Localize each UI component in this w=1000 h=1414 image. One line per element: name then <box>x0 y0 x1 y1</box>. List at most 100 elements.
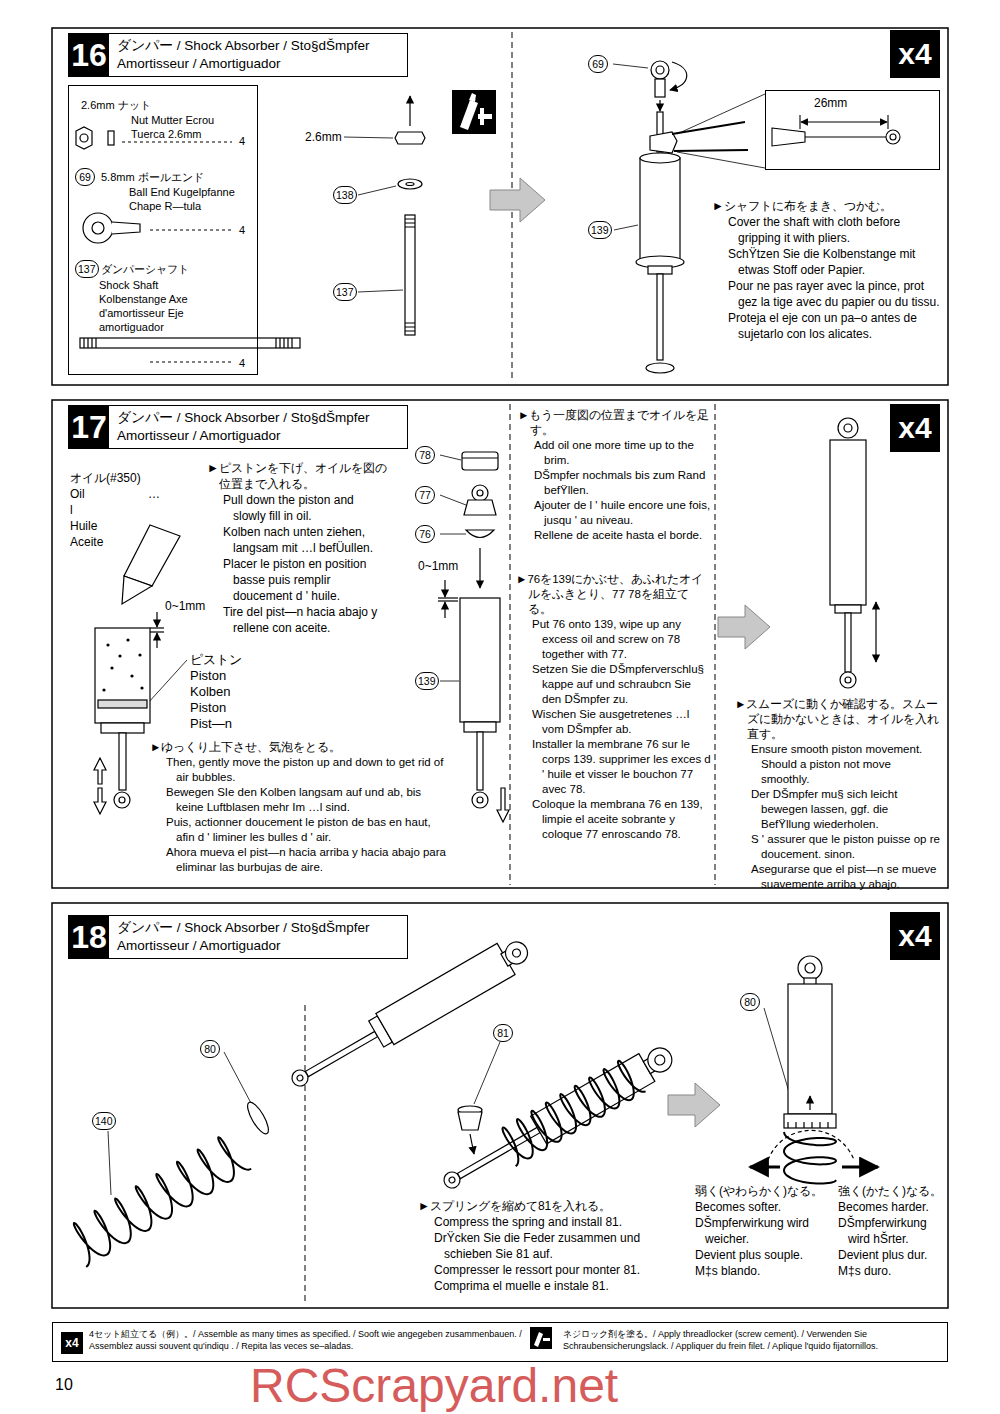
shock-body-16 <box>651 61 669 79</box>
repeat-count: x4 <box>65 1336 78 1350</box>
part-drawing <box>80 134 88 142</box>
instruction-note: Comprima el muelle e instale 81. <box>434 1278 658 1294</box>
threadlocker-icon <box>543 1338 550 1341</box>
shock-body-17 <box>138 653 141 656</box>
instruction-note: Devient plus souple. <box>695 1247 830 1263</box>
threadlocker-icon <box>452 90 496 134</box>
shock-spring-18 <box>284 932 535 1098</box>
callout-number: 138 <box>333 186 357 204</box>
part-name: Shock Shaft Kolbenstange Axe d'amortisse… <box>99 278 205 334</box>
label-group: 10 <box>55 1376 73 1394</box>
instruction-note: Der DŠmpfer mu§ sich leicht bewegen lass… <box>751 787 940 832</box>
quantity-line <box>122 142 232 362</box>
shock-body-16 <box>656 66 664 74</box>
shock-body-17 <box>130 674 133 677</box>
shock-spring-18 <box>501 938 531 968</box>
instruction-note: ►76を139にかぶせ、あふれたオイルをふきとり、77 78を組立てる。 <box>516 572 712 617</box>
shock-spring-18 <box>842 1166 878 1169</box>
instruction-note: Cover the shaft with cloth before grippi… <box>728 214 940 246</box>
label-group: ピストン Piston Kolben Piston Pist—n <box>190 652 270 732</box>
detail-drawing <box>886 130 900 144</box>
instruction-note: Compresser le ressort pour monter 81. <box>434 1262 658 1278</box>
divider-line <box>305 32 715 1304</box>
shock-body-17 <box>844 424 852 432</box>
label-group: 弱く(やわらかく)なる。Becomes softer.DŠmpferwirkun… <box>695 1183 830 1279</box>
leader-line <box>108 64 795 1195</box>
repeat-badge: x4 <box>890 912 940 960</box>
part-drawing <box>80 338 300 348</box>
step-number: 18 <box>69 916 109 958</box>
instruction-note: Wischen Sie ausgetretenes …l vom DŠmpfer… <box>532 707 712 737</box>
shock-body-17 <box>98 700 147 708</box>
part-drawing <box>76 127 300 348</box>
callout-number: 69 <box>75 168 95 186</box>
instruction-note: ►ゆっくり上下させ、気泡をとる。 <box>150 740 450 755</box>
shock-shaft-assembly <box>405 215 415 335</box>
label-group: 140 <box>92 1112 116 1130</box>
instruction-note: 強く(かたく)なる。 <box>838 1183 944 1199</box>
instruction-note: Compress the spring and install 81. <box>434 1214 658 1230</box>
threadlocker-icon <box>530 1327 552 1349</box>
shock-body-17 <box>119 733 126 790</box>
part-drawing <box>108 131 114 145</box>
step-panel <box>52 28 948 1308</box>
shock-body-16 <box>655 79 665 97</box>
leader-line <box>358 290 403 292</box>
shock-spring-18 <box>511 948 522 959</box>
instruction-note: SchŸtzen Sie die Kolbenstange mit etwas … <box>728 246 940 278</box>
shock-body-17 <box>438 600 458 601</box>
repeat-badge: x4 <box>890 30 940 78</box>
callout-number: 76 <box>415 525 435 543</box>
spring-coil <box>496 1057 646 1167</box>
shock-body-17 <box>830 440 866 605</box>
leader-line <box>148 660 187 703</box>
shock-body-16 <box>670 62 687 90</box>
step-panel <box>52 903 948 1308</box>
shock-body-17 <box>94 418 876 822</box>
step-arrow <box>718 605 770 649</box>
shock-body-17 <box>838 418 858 438</box>
page-number: 10 <box>55 1376 73 1394</box>
shock-spring-18 <box>376 943 515 1044</box>
instruction-note: DŠmpfer nochmals bis zum Rand befŸllen. <box>534 468 713 498</box>
shock-spring-18 <box>435 1037 680 1202</box>
oil-label: オイル(#350) Oil …l Huile Aceite <box>70 470 160 550</box>
threadlocker-icon <box>452 90 496 134</box>
label-group: 139 <box>415 672 439 690</box>
shock-body-16 <box>672 122 748 151</box>
part-name: 4 <box>239 134 245 148</box>
leader-line <box>614 225 638 230</box>
shock-body-17 <box>102 638 143 691</box>
step-arrow <box>668 1083 720 1127</box>
label-group: 80 <box>740 993 760 1011</box>
shock-body-16 <box>636 61 748 373</box>
shock-body-17 <box>106 643 109 646</box>
instruction-note: Ajouter de l ' huile encore une fois, ju… <box>534 498 713 528</box>
label-group: 81 <box>493 1024 513 1042</box>
instruction-note: ►もう一度図の位置までオイルを足す。 <box>518 408 713 438</box>
leader-line <box>358 186 396 195</box>
shock-body-17 <box>472 792 488 808</box>
shock-body-17 <box>840 672 856 688</box>
instruction-note: ►シャフトに布をまき、つかむ。 <box>712 198 940 214</box>
instruction-note: DrŸcken Sie die Feder zusammen und schie… <box>434 1230 658 1262</box>
instruction-note: ►ピストンを下げ、オイルを図の位置まで入れる。 <box>207 460 387 492</box>
leader-line <box>440 534 466 535</box>
label-group: ►ピストンを下げ、オイルを図の位置まで入れる。Pull down the pis… <box>207 460 387 636</box>
callout-number: 139 <box>415 672 439 690</box>
shock-body-17 <box>464 722 496 732</box>
shock-spring-18 <box>448 1176 456 1184</box>
instruction-note: Pour ne pas rayer avec la pince, prot ge… <box>728 278 940 310</box>
instruction-note: S ' assurer que le piston puisse op re d… <box>751 832 940 862</box>
instruction-note: Tire del pist—n hacia abajo y rellene co… <box>223 604 387 636</box>
instruction-note: Bewegen SIe den Kolben langsam auf und a… <box>166 785 450 815</box>
part-drawing <box>83 213 113 243</box>
divider-line <box>510 404 511 885</box>
shock-spring-18 <box>458 1112 482 1130</box>
step-arrow <box>490 178 770 1127</box>
shock-body-17 <box>835 605 861 613</box>
shock-spring-18 <box>531 1054 655 1144</box>
instruction-note: Placer le piston en position basse puis … <box>223 556 387 604</box>
instruction-note: Setzen Sie die DŠmpferverschlu§ kappe au… <box>532 662 712 707</box>
